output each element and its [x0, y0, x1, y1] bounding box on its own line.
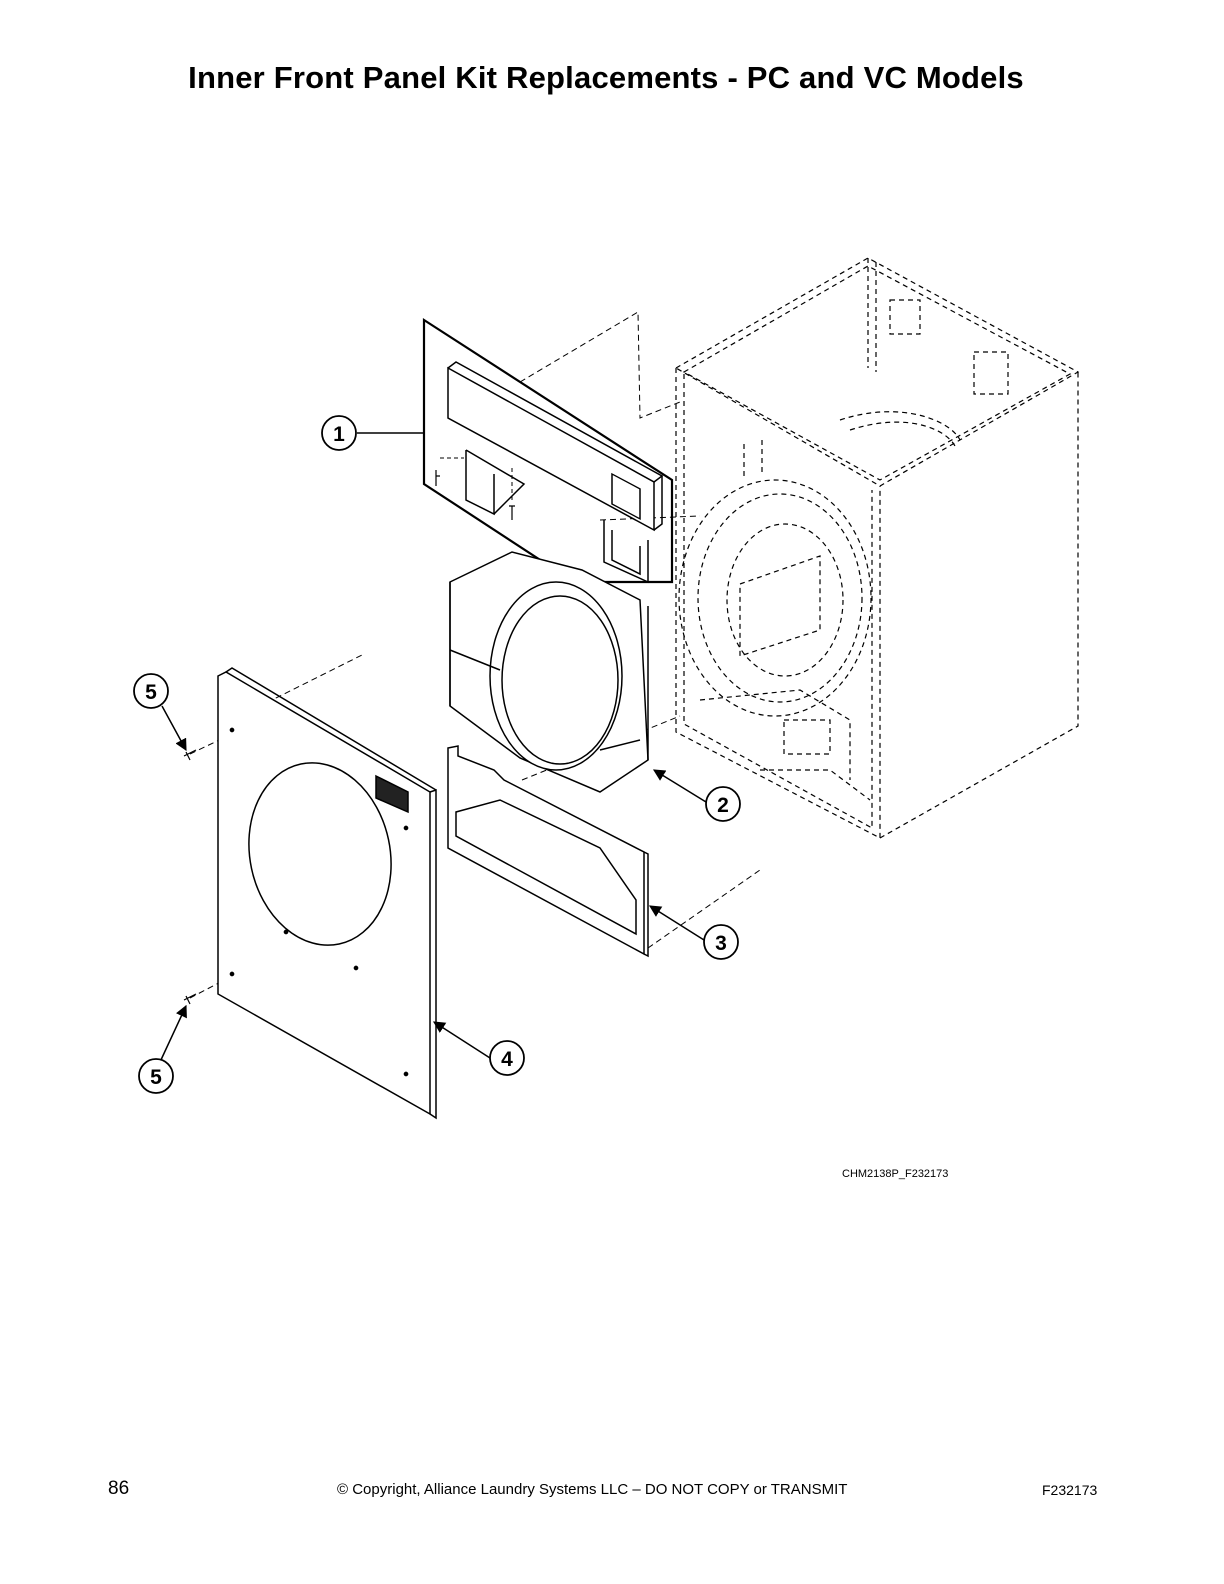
- callout-2: 2: [705, 786, 741, 822]
- part-2-front-bulkhead: [449, 551, 649, 793]
- part-5-screws: [183, 749, 197, 1005]
- callout-1: 1: [321, 415, 357, 451]
- part-3-lower-panel: [447, 745, 649, 958]
- callout-label-5-lower: 5: [150, 1066, 162, 1089]
- leader-lines: [159, 432, 707, 1063]
- callout-label-3: 3: [715, 932, 727, 955]
- callout-3: 3: [703, 924, 739, 960]
- figure-id: CHM2138P_F232173: [842, 1168, 949, 1180]
- page-title: Inner Front Panel Kit Replacements - PC …: [188, 60, 1024, 95]
- callout-label-2: 2: [717, 794, 729, 817]
- callout-label-1: 1: [333, 423, 345, 446]
- callout-label-5-upper: 5: [145, 681, 157, 704]
- document-code: F232173: [1042, 1482, 1098, 1498]
- part-4-inner-front-panel: [217, 667, 437, 1120]
- dryer-cabinet: [674, 257, 1080, 839]
- callout-5-upper: 5: [133, 673, 169, 709]
- page-number: 86: [108, 1478, 130, 1499]
- callout-label-4: 4: [501, 1048, 513, 1071]
- callout-4: 4: [489, 1040, 525, 1076]
- part-1-control-panel: [422, 317, 674, 584]
- callout-5-lower: 5: [138, 1058, 174, 1094]
- copyright-notice: © Copyright, Alliance Laundry Systems LL…: [337, 1481, 848, 1498]
